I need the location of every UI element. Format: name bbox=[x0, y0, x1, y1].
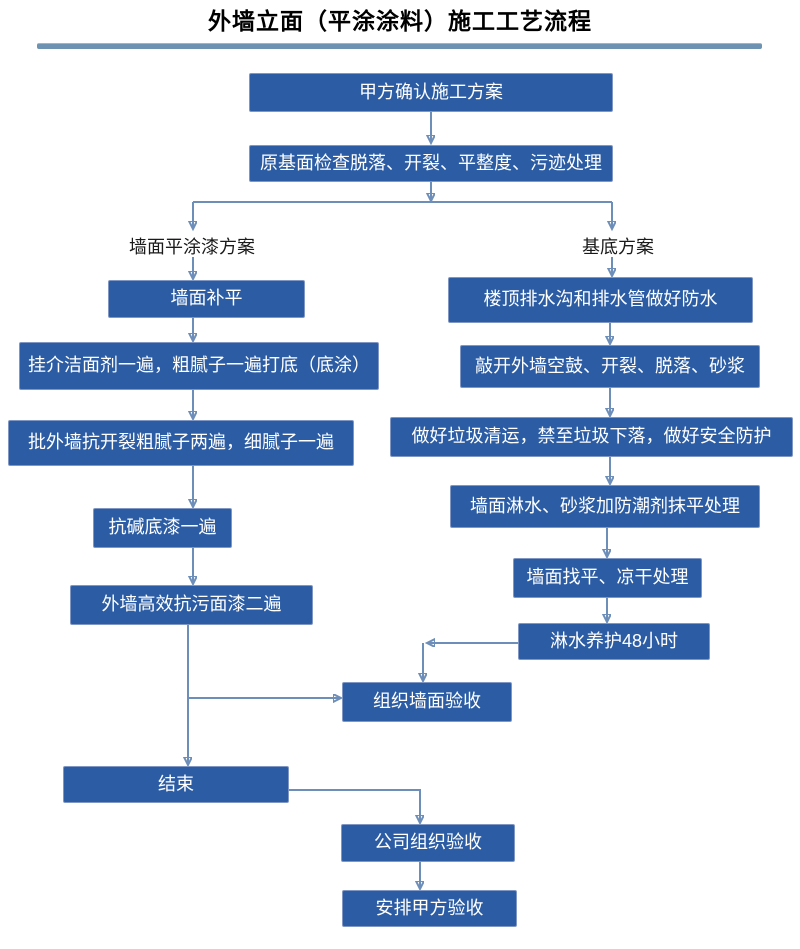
flow-node-end: 结束 bbox=[63, 766, 289, 803]
flow-node-cleaner-coarse-putty: 挂介洁面剂一遍，粗腻子一遍打底（底涂） bbox=[19, 342, 379, 390]
flow-node-anticrack-putty: 批外墙抗开裂粗腻子两遍，细腻子一遍 bbox=[8, 420, 354, 466]
flow-node-wall-leveling: 墙面补平 bbox=[108, 280, 305, 318]
flow-node-client-acceptance: 安排甲方验收 bbox=[342, 890, 517, 927]
flow-node-confirm-plan: 甲方确认施工方案 bbox=[249, 73, 613, 112]
flow-node-alkali-primer: 抗碱底漆一遍 bbox=[93, 508, 232, 548]
flow-node-leveling-drying: 墙面找平、凉干处理 bbox=[513, 558, 702, 598]
flow-node-base-inspection: 原基面检查脱落、开裂、平整度、污迹处理 bbox=[249, 145, 613, 182]
flow-node-roof-waterproof: 楼顶排水沟和排水管做好防水 bbox=[448, 277, 753, 323]
title-divider bbox=[37, 43, 762, 49]
branch-label-right: 基底方案 bbox=[582, 237, 654, 257]
flow-node-knock-hollow: 敲开外墙空鼓、开裂、脱落、砂浆 bbox=[460, 345, 760, 388]
branch-label-left: 墙面平涂漆方案 bbox=[129, 237, 255, 257]
flow-node-garbage-removal: 做好垃圾清运，禁至垃圾下落，做好安全防护 bbox=[390, 417, 793, 457]
connector-end-b1 bbox=[289, 789, 420, 823]
flow-node-company-acceptance: 公司组织验收 bbox=[341, 824, 515, 862]
flow-node-water-mortar-treatment: 墙面淋水、砂浆加防潮剂抹平处理 bbox=[450, 485, 760, 528]
page-title: 外墙立面（平涂涂料）施工工艺流程 bbox=[208, 9, 592, 34]
flow-node-wall-acceptance: 组织墙面验收 bbox=[342, 682, 512, 722]
flow-node-topcoat-two-coats: 外墙高效抗污面漆二遍 bbox=[70, 585, 313, 625]
flow-node-water-curing-48h: 淋水养护48小时 bbox=[518, 623, 710, 660]
